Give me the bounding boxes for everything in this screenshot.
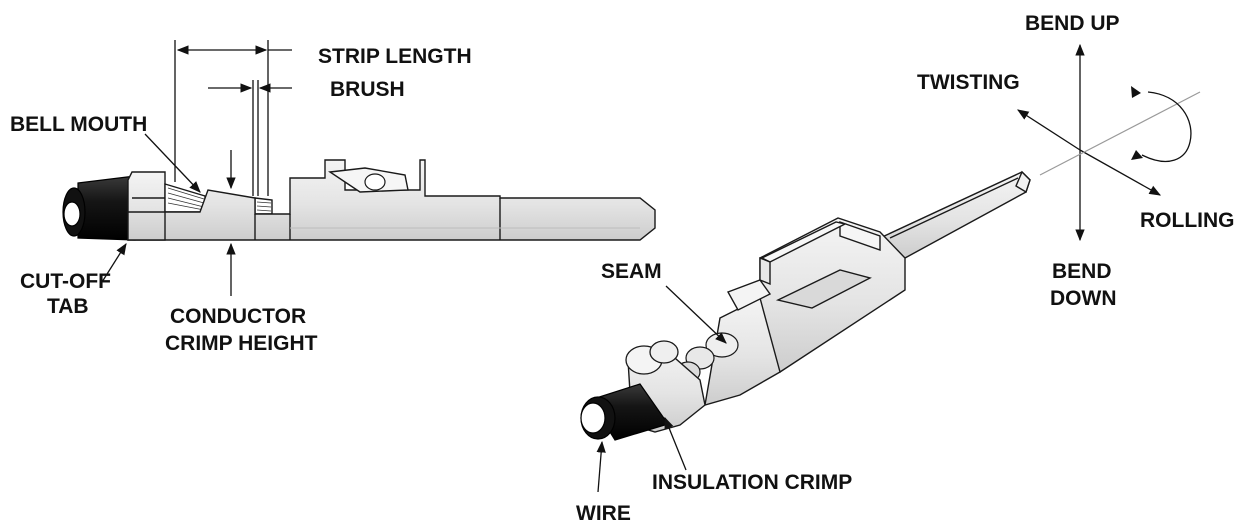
- cut-off-tab-leader: [101, 243, 127, 283]
- label-conductor-line1: CONDUCTOR: [170, 305, 306, 328]
- seam-leader: [665, 285, 727, 344]
- side-view-terminal: [62, 159, 656, 241]
- label-cut-off-line2: TAB: [47, 295, 89, 318]
- label-rolling: ROLLING: [1140, 209, 1235, 232]
- bell-mouth-leader: [144, 133, 201, 193]
- label-cut-off-line1: CUT-OFF: [20, 270, 111, 293]
- pin-axis-line: [1039, 91, 1201, 176]
- strip-length-dimension: [174, 40, 292, 196]
- bend-axis-diagram: [1017, 43, 1201, 242]
- label-bend-up: BEND UP: [1025, 12, 1120, 35]
- label-bend-down-line2: DOWN: [1050, 287, 1117, 310]
- label-strip-length: STRIP LENGTH: [318, 45, 472, 68]
- label-bell-mouth: BELL MOUTH: [10, 113, 147, 136]
- twisting-arrow: [1017, 109, 1081, 151]
- label-wire: WIRE: [576, 502, 631, 525]
- label-twisting: TWISTING: [917, 71, 1020, 94]
- label-insulation-crimp: INSULATION CRIMP: [652, 471, 852, 494]
- isometric-terminal: [580, 170, 1031, 441]
- side-wire: [62, 175, 136, 241]
- insulation-crimp-leader: [664, 416, 687, 471]
- label-conductor-line2: CRIMP HEIGHT: [165, 332, 318, 355]
- rotation-curve: [1141, 91, 1192, 163]
- label-bend-down-line1: BEND: [1052, 260, 1112, 283]
- wire-leader: [596, 440, 606, 493]
- rolling-arrow: [1079, 149, 1162, 196]
- brush-dimension: [208, 80, 292, 196]
- label-seam: SEAM: [601, 260, 662, 283]
- label-brush: BRUSH: [330, 78, 405, 101]
